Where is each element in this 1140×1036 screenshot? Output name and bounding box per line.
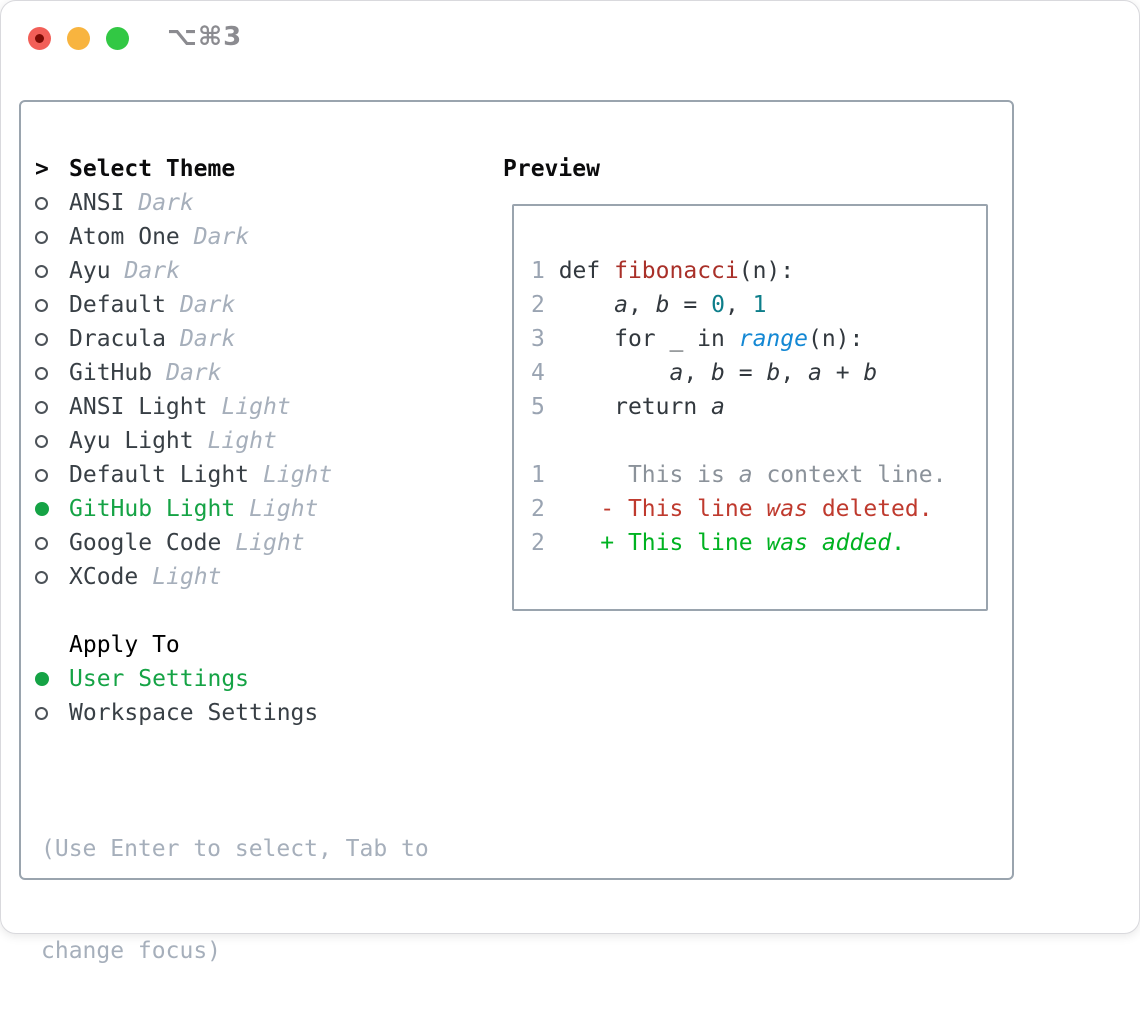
code-line: 2 - This line was deleted.: [531, 496, 933, 522]
radio-unselected-icon: [35, 706, 48, 720]
apply-to-header-row: Apply To: [35, 628, 318, 662]
theme-variant-label: Light: [207, 428, 277, 454]
hint-line-1: (Use Enter to select, Tab to: [41, 836, 429, 862]
window-title: ⌥⌘3: [167, 22, 243, 52]
theme-variant-label: Dark: [166, 360, 222, 386]
theme-variant-label: Dark: [193, 224, 250, 250]
option-label: Default: [69, 292, 166, 318]
keyboard-hint: (Use Enter to select, Tab to change focu…: [41, 764, 429, 1036]
theme-list-header-row: > Select Theme: [35, 152, 332, 186]
preview-box: 1 def fibonacci(n): 2 a, b = 0, 1 3 for _ …: [512, 204, 988, 611]
option-label: User Settings: [69, 666, 250, 692]
radio-unselected-icon: [35, 298, 48, 312]
apply-to-option[interactable]: User Settings: [35, 662, 318, 696]
option-label: Default Light: [69, 462, 250, 488]
theme-option[interactable]: GitHub Light Light: [35, 492, 332, 526]
radio-unselected-icon: [35, 434, 48, 448]
hint-line-2: change focus): [41, 938, 222, 964]
option-label: Atom One: [69, 224, 180, 250]
option-label: GitHub Light: [69, 496, 236, 522]
option-label: Ayu Light: [69, 428, 194, 454]
radio-unselected-icon: [35, 468, 48, 482]
close-indicator-dot: [35, 34, 44, 43]
theme-variant-label: Dark: [179, 326, 236, 352]
radio-unselected-icon: [35, 570, 48, 584]
radio-unselected-icon: [35, 196, 48, 210]
code-line: 1 def fibonacci(n):: [531, 258, 795, 284]
theme-variant-label: Light: [263, 462, 333, 488]
code-line: 1 This is a context line.: [531, 462, 947, 488]
option-label: ANSI: [69, 190, 125, 216]
apply-to-option[interactable]: Workspace Settings: [35, 696, 318, 730]
title-bar: ⌥⌘3: [1, 1, 1139, 75]
theme-option[interactable]: ANSI Light Light: [35, 390, 332, 424]
code-line: 2 + This line was added.: [531, 530, 905, 556]
theme-variant-label: Light: [221, 394, 291, 420]
option-label: Google Code: [69, 530, 222, 556]
option-label: Dracula: [69, 326, 166, 352]
radio-unselected-icon: [35, 366, 48, 380]
preview-title: Preview: [503, 156, 600, 182]
code-preview: 1 def fibonacci(n): 2 a, b = 0, 1 3 for _ …: [531, 254, 946, 560]
theme-list-title: Select Theme: [69, 156, 236, 182]
code-line: [531, 424, 946, 458]
radio-unselected-icon: [35, 264, 48, 278]
theme-option[interactable]: GitHub Dark: [35, 356, 332, 390]
theme-variant-label: Dark: [179, 292, 236, 318]
theme-option[interactable]: Ayu Dark: [35, 254, 332, 288]
code-line: 4 a, b = b, a + b: [531, 360, 878, 386]
selection-cursor: >: [35, 156, 49, 182]
theme-option[interactable]: ANSI Dark: [35, 186, 332, 220]
option-label: GitHub: [69, 360, 153, 386]
theme-option[interactable]: Default Light Light: [35, 458, 332, 492]
close-button[interactable]: [28, 27, 51, 50]
radio-unselected-icon: [35, 230, 48, 244]
theme-variant-label: Light: [249, 496, 319, 522]
code-line: 5 return a: [531, 394, 725, 420]
theme-variant-label: Dark: [138, 190, 194, 216]
theme-option[interactable]: Ayu Light Light: [35, 424, 332, 458]
radio-selected-icon: [35, 672, 49, 686]
theme-variant-label: Light: [235, 530, 305, 556]
minimize-button[interactable]: [67, 27, 90, 50]
code-line: 3 for _ in range(n):: [531, 326, 864, 352]
apply-to-title: Apply To: [69, 632, 180, 658]
option-label: XCode: [69, 564, 139, 590]
radio-selected-icon: [35, 502, 49, 516]
zoom-button[interactable]: [106, 27, 129, 50]
theme-option[interactable]: Atom One Dark: [35, 220, 332, 254]
code-line: 2 a, b = 0, 1: [531, 292, 767, 318]
theme-option[interactable]: Default Dark: [35, 288, 332, 322]
option-label: ANSI Light: [69, 394, 208, 420]
radio-unselected-icon: [35, 536, 48, 550]
option-label: Workspace Settings: [69, 700, 319, 726]
theme-option[interactable]: Dracula Dark: [35, 322, 332, 356]
radio-unselected-icon: [35, 332, 48, 346]
theme-option[interactable]: XCode Light: [35, 560, 332, 594]
option-label: Ayu: [69, 258, 111, 284]
theme-variant-label: Light: [152, 564, 222, 590]
theme-option[interactable]: Google Code Light: [35, 526, 332, 560]
radio-unselected-icon: [35, 400, 48, 414]
theme-variant-label: Dark: [124, 258, 180, 284]
